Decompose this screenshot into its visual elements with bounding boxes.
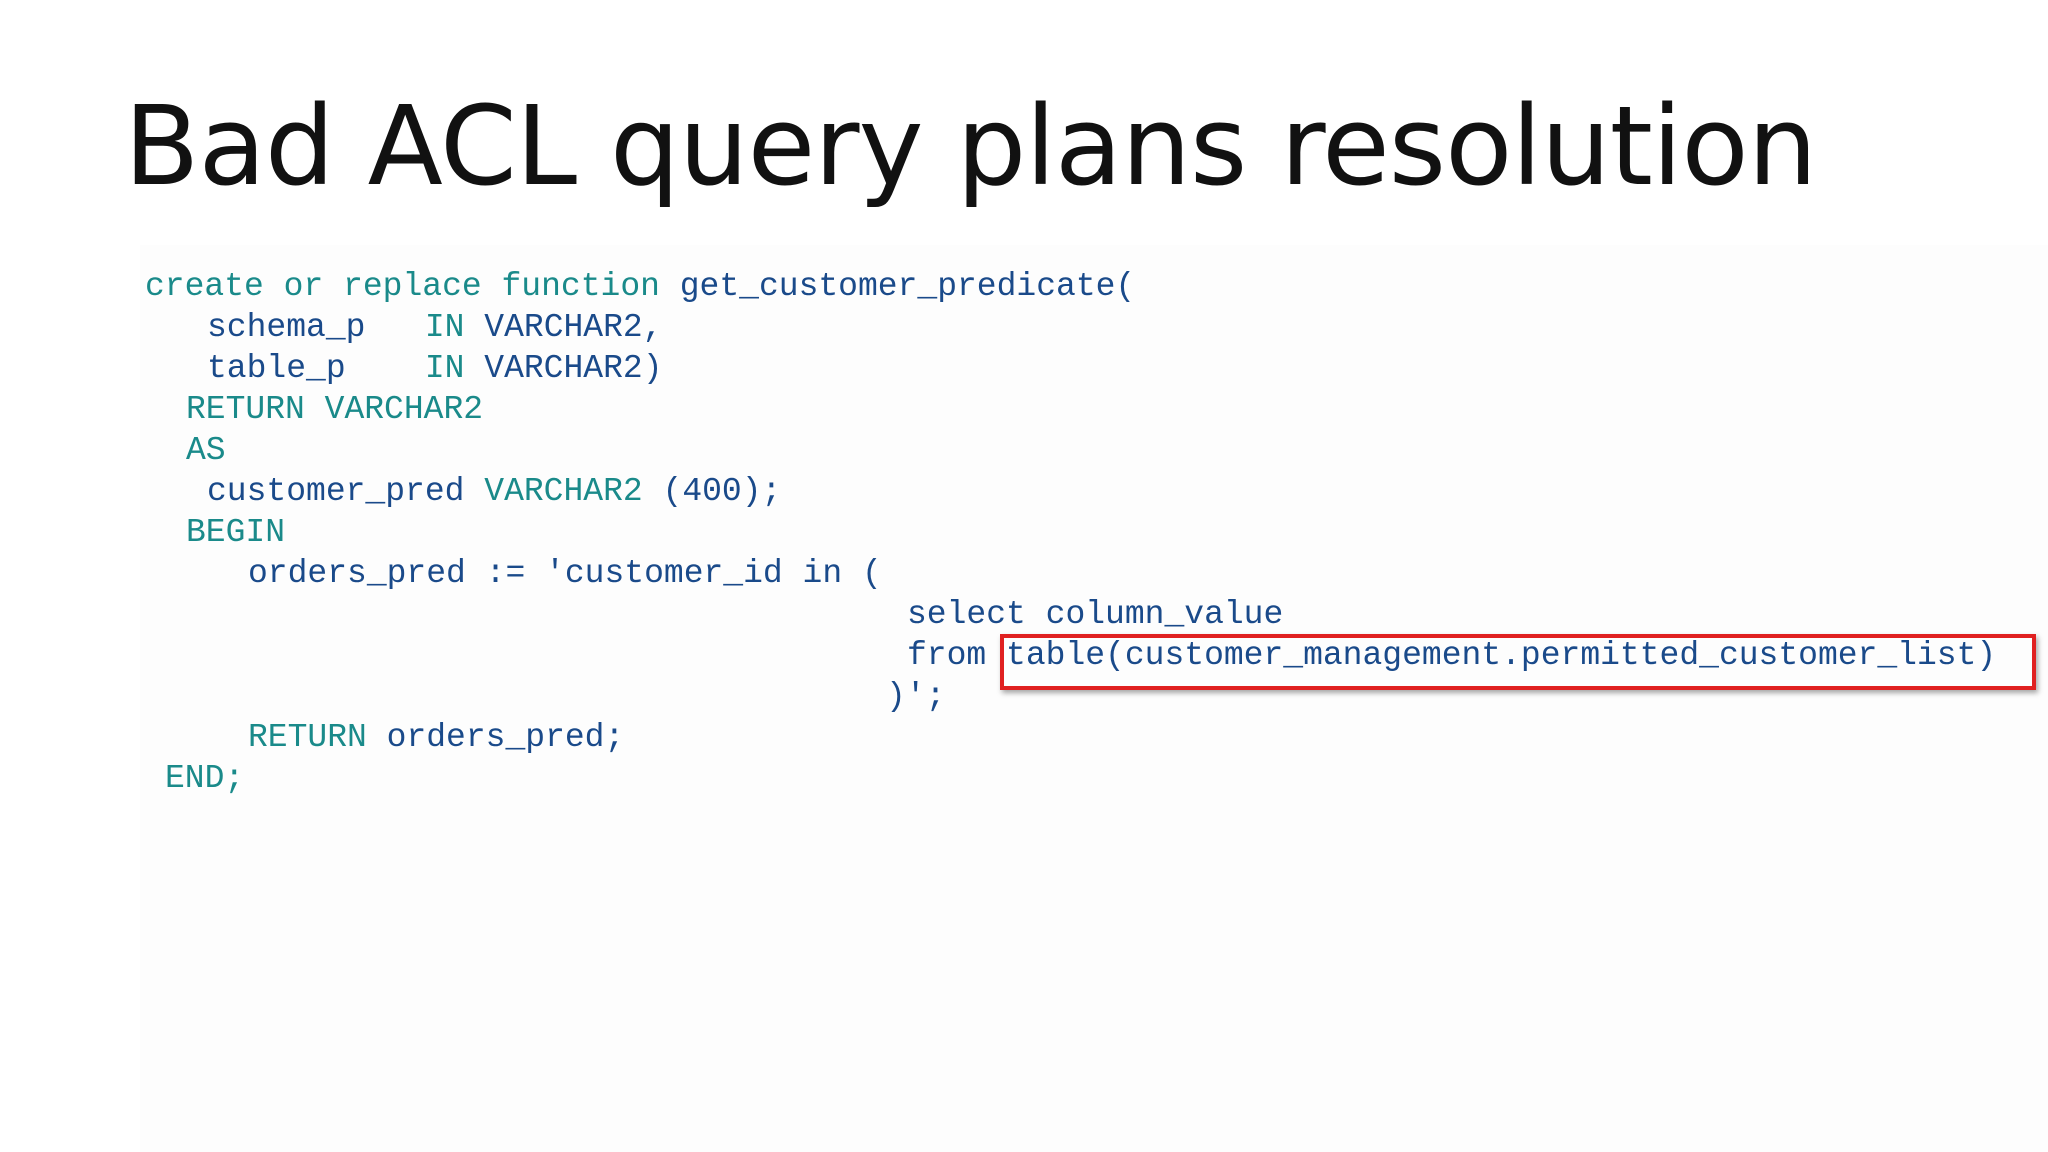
- code-line-13: END;: [165, 758, 244, 799]
- keyword: or: [283, 268, 324, 305]
- code-line-5: AS: [186, 430, 226, 471]
- param-name: table_p: [207, 350, 346, 387]
- code-line-9: select column_value: [907, 594, 1283, 635]
- operator: :=: [485, 555, 526, 592]
- type-name: VARCHAR2,: [484, 309, 663, 346]
- code-line-1: create or replace function get_customer_…: [145, 266, 1135, 307]
- keyword: END;: [165, 760, 245, 797]
- type-size: (400);: [662, 473, 782, 510]
- highlight-box: [1000, 634, 2036, 690]
- string-keyword: in: [802, 555, 843, 592]
- variable-name: orders_pred;: [386, 719, 625, 756]
- variable-name: orders_pred: [248, 555, 466, 592]
- string-keyword: select: [907, 596, 1026, 633]
- code-line-2: schema_p IN VARCHAR2,: [207, 307, 663, 348]
- code-line-3: table_p IN VARCHAR2): [207, 348, 663, 389]
- keyword: RETURN: [186, 391, 305, 428]
- string-keyword: from: [907, 637, 987, 674]
- keyword: IN: [424, 309, 465, 346]
- code-line-12: RETURN orders_pred;: [248, 717, 624, 758]
- variable-name: customer_pred: [207, 473, 465, 510]
- keyword: BEGIN: [186, 514, 286, 551]
- string-close: )';: [886, 678, 946, 715]
- code-line-10: from table(customer_management.permitted…: [907, 635, 1996, 676]
- type-name: VARCHAR2): [484, 350, 663, 387]
- keyword: IN: [424, 350, 465, 387]
- paren: (: [861, 555, 882, 592]
- keyword: AS: [186, 432, 226, 469]
- function-name: get_customer_predicate(: [679, 268, 1136, 305]
- keyword: function: [501, 268, 660, 305]
- code-line-6: customer_pred VARCHAR2 (400);: [207, 471, 781, 512]
- code-panel: [140, 245, 2048, 1152]
- param-name: schema_p: [207, 309, 366, 346]
- code-line-4: RETURN VARCHAR2: [186, 389, 483, 430]
- slide-title: Bad ACL query plans resolution: [124, 82, 1817, 210]
- type-name: VARCHAR2: [324, 391, 484, 428]
- string-literal: 'customer_id: [545, 555, 783, 592]
- column-name: column_value: [1045, 596, 1284, 633]
- type-name: VARCHAR2: [484, 473, 643, 510]
- table-expression: table(customer_management.permitted_cust…: [1006, 637, 1997, 674]
- keyword: create: [145, 268, 264, 305]
- code-line-7: BEGIN: [186, 512, 285, 553]
- code-line-11: )';: [886, 676, 945, 717]
- keyword: RETURN: [248, 719, 367, 756]
- keyword: replace: [343, 268, 482, 305]
- code-line-8: orders_pred := 'customer_id in (: [248, 553, 882, 594]
